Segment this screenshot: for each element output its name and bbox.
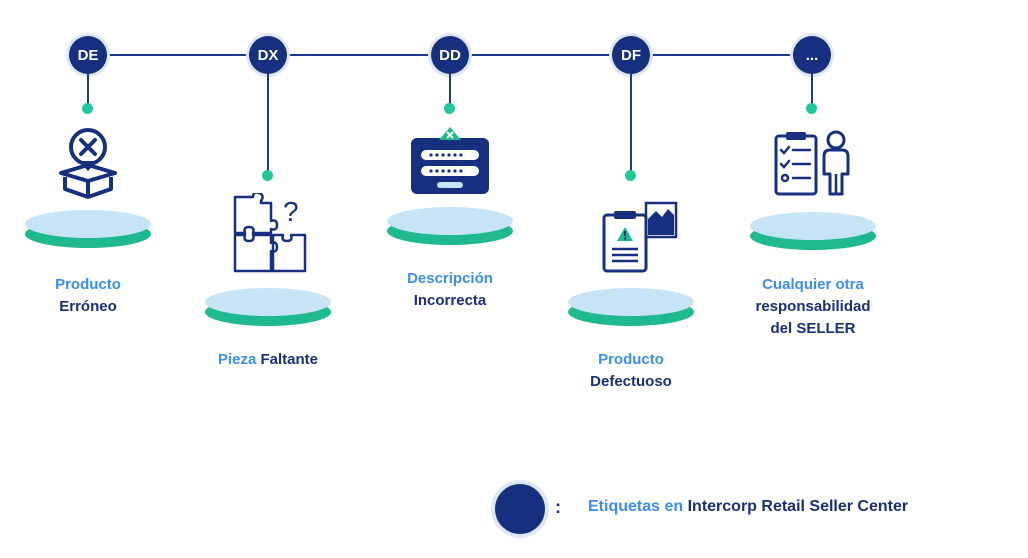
- step-code-more: ...: [793, 36, 831, 74]
- pedestal: [568, 288, 694, 328]
- connector-line: [811, 74, 813, 104]
- label-dark: Defectuoso: [590, 373, 672, 390]
- connector-dot: [625, 170, 636, 181]
- label-dark: Erróneo: [59, 298, 117, 315]
- step-label: Descripción Incorrecta: [360, 268, 540, 312]
- step-label: Producto Erróneo: [0, 274, 178, 318]
- label-light: Producto: [598, 351, 664, 368]
- pedestal: [205, 288, 331, 328]
- step-code-text: DX: [257, 46, 279, 64]
- step-label: Cualquier otra responsabilidad del SELLE…: [723, 274, 903, 340]
- pedestal: [750, 212, 876, 252]
- box-error-icon: [59, 128, 117, 199]
- connector-line: [630, 74, 632, 174]
- connector-dot: [262, 170, 273, 181]
- connector-dot: [82, 103, 93, 114]
- label-light: Producto: [55, 276, 121, 293]
- step-code-text: DF: [621, 46, 641, 64]
- clipboard-warning-icon: [602, 201, 678, 273]
- step-code-text: DD: [439, 46, 461, 64]
- pedestal: [25, 210, 151, 250]
- step-label: Producto Defectuoso: [541, 349, 721, 393]
- svg-text:?: ?: [283, 196, 299, 227]
- step-code-text: ...: [805, 46, 819, 64]
- connector-dot: [806, 103, 817, 114]
- step-code-text: DE: [77, 46, 99, 64]
- legend-text: Etiquetas en Intercorp Retail Seller Cen…: [588, 498, 908, 516]
- step-code-de: DE: [69, 36, 107, 74]
- connector-line: [267, 74, 269, 174]
- label-dark: responsabilidad del SELLER: [755, 298, 871, 337]
- checklist-person-icon: [774, 130, 850, 196]
- connector-line: [449, 74, 451, 104]
- connector-line: [87, 74, 89, 104]
- connector-dot: [444, 103, 455, 114]
- label-light: Cualquier otra: [762, 276, 864, 293]
- legend-separator: :: [555, 497, 561, 517]
- step-label: Pieza Faltante: [178, 349, 358, 371]
- label-light: Pieza: [217, 351, 257, 368]
- puzzle-question-icon: ?: [233, 193, 307, 273]
- label-light: Descripción: [407, 270, 493, 287]
- step-code-dd: DD: [431, 36, 469, 74]
- legend-text-light: Etiquetas en: [588, 498, 684, 515]
- legend-circle: [495, 484, 545, 534]
- step-code-df: DF: [612, 36, 650, 74]
- legend-text-dark: Intercorp Retail Seller Center: [687, 498, 909, 515]
- pedestal: [387, 207, 513, 247]
- label-dark: Incorrecta: [413, 292, 487, 309]
- step-code-dx: DX: [249, 36, 287, 74]
- form-error-icon: [411, 127, 489, 194]
- label-dark: Faltante: [260, 351, 319, 368]
